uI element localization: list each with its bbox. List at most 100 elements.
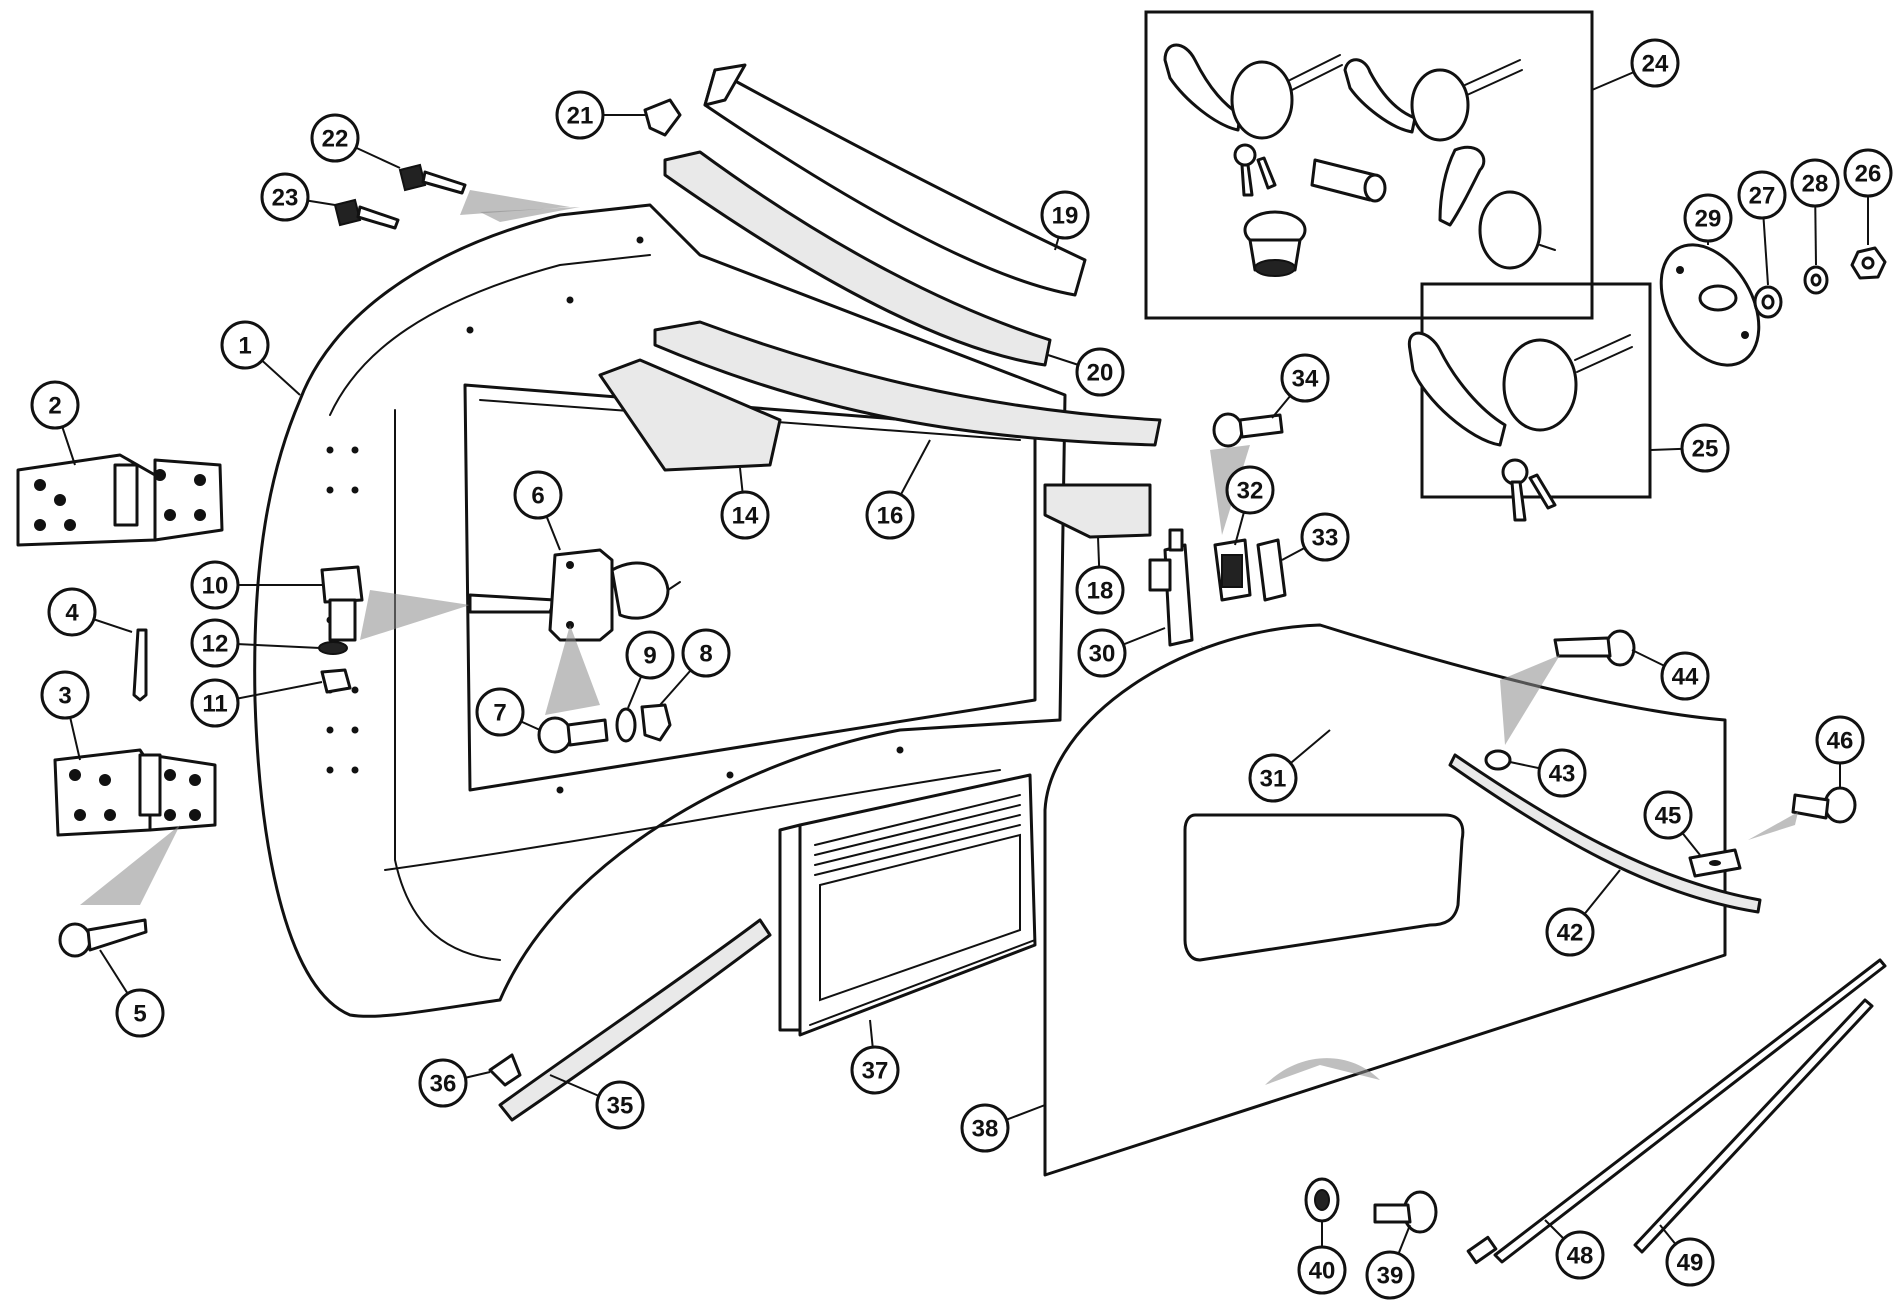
callout-circle (720, 490, 770, 540)
callout-number: 33 (1312, 525, 1339, 552)
nut-26 (1850, 246, 1887, 280)
callout-number: 6 (531, 483, 544, 510)
callout-number: 5 (133, 1001, 146, 1028)
callout-9: 9 (625, 630, 675, 709)
callout-circle (260, 172, 310, 222)
clip-36 (488, 1053, 522, 1087)
callout-circle (1660, 651, 1710, 701)
callout-number: 36 (430, 1071, 457, 1098)
window-seal-16 (653, 320, 1162, 447)
callout-circle (1225, 465, 1275, 515)
bolt-shadow (360, 590, 470, 640)
callout-31: 31 (1248, 729, 1331, 803)
callout-16: 16 (865, 439, 931, 540)
callout-circle (960, 1103, 1010, 1153)
screw-39 (1373, 1190, 1438, 1234)
callout-number: 34 (1292, 366, 1319, 393)
callout-number: 10 (202, 573, 229, 600)
callout-circle (1843, 148, 1893, 198)
callout-number: 49 (1677, 1250, 1704, 1277)
callout-12: 12 (190, 618, 321, 668)
callout-circle (190, 560, 240, 610)
callout-number: 38 (972, 1116, 999, 1143)
callout-number: 44 (1672, 664, 1699, 691)
callout-34: 34 (1271, 353, 1330, 419)
callout-circle (1683, 193, 1733, 243)
callout-circle (220, 320, 270, 370)
cup-washer-40 (1304, 1177, 1340, 1223)
callout-49: 49 (1659, 1224, 1715, 1287)
callout-circle (865, 490, 915, 540)
callout-number: 45 (1655, 803, 1682, 830)
rod-49 (1633, 998, 1874, 1254)
callout-21: 21 (555, 90, 645, 140)
escutcheon-45 (1688, 848, 1742, 878)
screw-23 (333, 198, 400, 230)
glass-channel-18 (1043, 483, 1152, 539)
callout-33: 33 (1281, 512, 1350, 562)
callout-number: 3 (58, 683, 71, 710)
lock-assembly-box-25 (1407, 282, 1652, 522)
callout-circle (1075, 565, 1125, 615)
callout-number: 7 (493, 700, 506, 727)
callout-number: 48 (1567, 1243, 1594, 1270)
door-check-6 (468, 548, 681, 642)
callout-circle (475, 687, 525, 737)
callout-7: 7 (475, 687, 541, 737)
callout-24: 24 (1591, 38, 1680, 91)
callout-number: 46 (1827, 728, 1854, 755)
lock-barrel-24 (1310, 158, 1387, 203)
callout-circle (1077, 628, 1127, 678)
callout-number: 37 (862, 1058, 889, 1085)
callout-4: 4 (47, 587, 133, 637)
callout-circle (1737, 170, 1787, 220)
callout-1: 1 (220, 320, 301, 396)
screw-44 (1553, 629, 1636, 667)
callout-circle (1665, 1237, 1715, 1287)
callout-number: 12 (202, 631, 229, 658)
callout-42: 42 (1545, 869, 1621, 957)
callout-11: 11 (190, 678, 323, 728)
weatherstrip-19 (703, 63, 1087, 297)
callout-number: 16 (877, 503, 904, 530)
callout-32: 32 (1225, 465, 1275, 546)
callout-25: 25 (1649, 423, 1730, 473)
callout-number: 21 (567, 103, 594, 130)
washer-27 (1753, 285, 1783, 319)
lock-assembly-box-24 (1144, 10, 1594, 320)
weatherstrip-20 (663, 150, 1052, 367)
callout-number: 22 (322, 126, 349, 153)
door-pocket-37 (778, 773, 1037, 1037)
callout-circle (595, 1080, 645, 1130)
callout-number: 25 (1692, 436, 1719, 463)
callout-circle (47, 587, 97, 637)
nut-8 (640, 703, 672, 742)
callout-circle (30, 380, 80, 430)
callout-number: 40 (1309, 1258, 1336, 1285)
callout-circle (1300, 512, 1350, 562)
callout-circle (1630, 38, 1680, 88)
screw-7 (537, 716, 609, 754)
callout-circle (1790, 158, 1840, 208)
callout-2: 2 (30, 380, 80, 466)
callout-circle (1680, 423, 1730, 473)
callout-22: 22 (310, 113, 401, 169)
callout-23: 23 (260, 172, 336, 222)
callout-circle (1643, 790, 1693, 840)
callout-46: 46 (1815, 715, 1865, 788)
washer-12 (318, 641, 348, 655)
callout-number: 20 (1087, 360, 1114, 387)
callout-3: 3 (40, 670, 90, 761)
washer-28 (1803, 265, 1829, 295)
callout-circle (1365, 1250, 1415, 1300)
check-shadow (545, 625, 600, 715)
screw-22 (398, 163, 467, 195)
plate-33 (1256, 538, 1287, 602)
callout-27: 27 (1737, 170, 1787, 286)
washer-43 (1484, 749, 1512, 771)
callout-circle (850, 1045, 900, 1095)
callout-number: 42 (1557, 920, 1584, 947)
callout-circle (1537, 748, 1587, 798)
handle-24a (1163, 43, 1343, 140)
callout-circle (513, 470, 563, 520)
